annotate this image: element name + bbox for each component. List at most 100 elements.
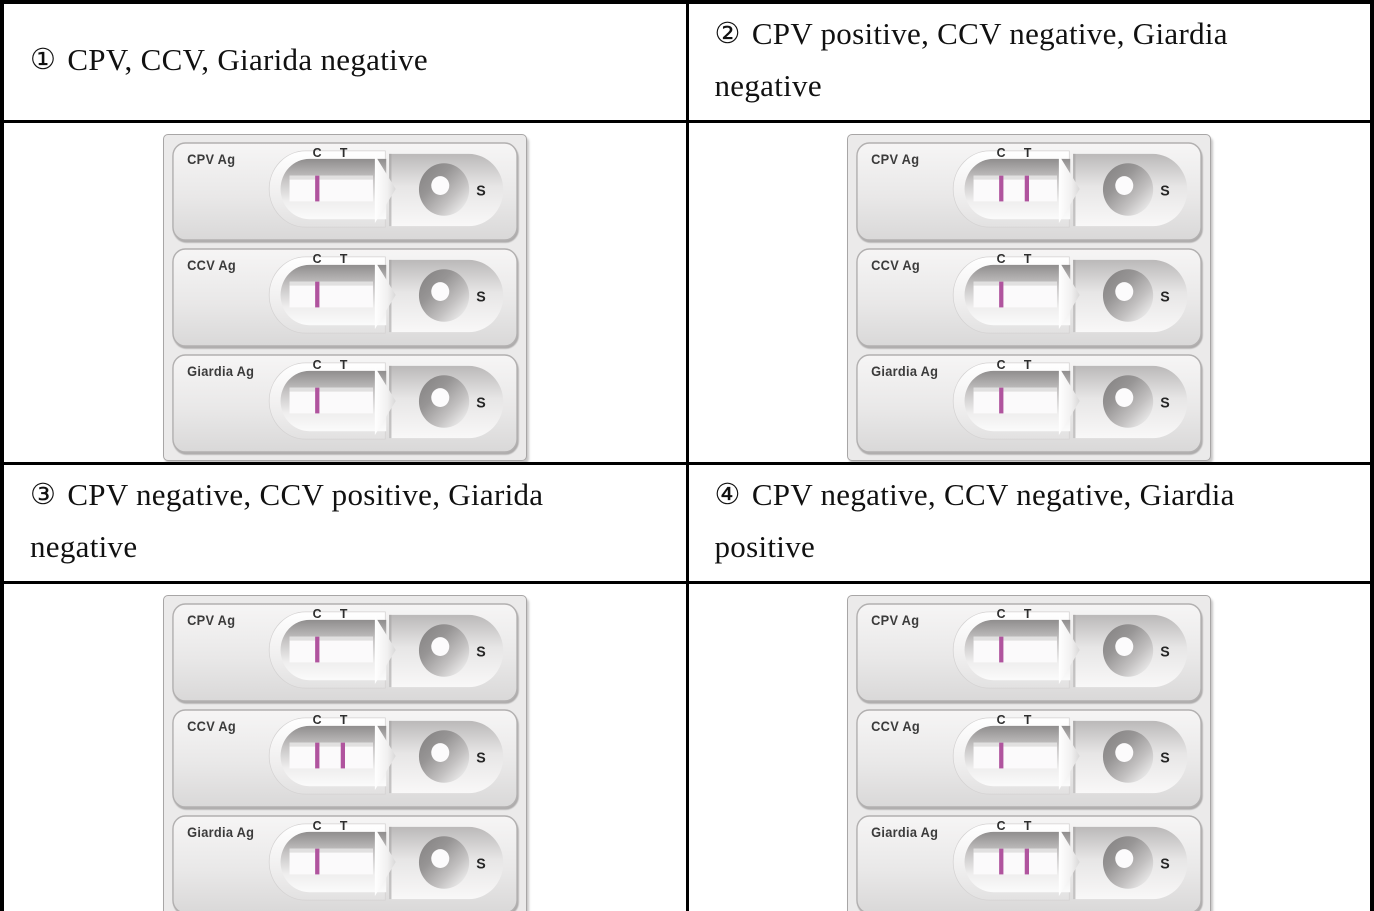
control-line-label: C (997, 713, 1006, 727)
control-line (314, 387, 320, 414)
sample-well-hole (1115, 637, 1134, 656)
funnel (374, 615, 396, 685)
sample-well-label: S (1161, 750, 1171, 766)
control-line-label: C (312, 713, 321, 727)
cassette-graphic: CCV Ag C T S (856, 709, 1203, 808)
funnel (374, 260, 396, 330)
sample-well-hole (1115, 282, 1134, 301)
strip-shadow (289, 848, 373, 853)
cassette-label: CCV Ag (871, 258, 920, 273)
funnel (1059, 827, 1080, 897)
funnel (374, 154, 396, 224)
strip-shadow (973, 281, 1058, 286)
test-line-label: T (340, 358, 348, 372)
test-strip (973, 387, 1058, 414)
test-line-label: T (340, 713, 348, 727)
test-strip (289, 636, 373, 663)
control-line (314, 742, 320, 769)
test-strip (973, 281, 1058, 308)
test-line-label: T (1024, 713, 1032, 727)
test-line-label: T (340, 146, 348, 160)
sample-well-hole (1115, 743, 1134, 762)
control-line (314, 636, 320, 663)
funnel (374, 366, 396, 436)
control-line (999, 387, 1004, 414)
cassette-label: CCV Ag (871, 719, 920, 734)
case-1-number-badge: ① (30, 42, 57, 76)
case-2-title-text: CPV positive, CCV negative, Giardia nega… (714, 16, 1228, 103)
control-line (999, 281, 1004, 308)
sample-well-hole (431, 388, 450, 407)
cassette-label: CPV Ag (187, 152, 235, 167)
sample-well-label: S (1161, 395, 1171, 411)
test-strip (289, 387, 373, 414)
funnel (1059, 721, 1080, 791)
funnel (1059, 366, 1080, 436)
cassette-label: CCV Ag (187, 719, 236, 734)
funnel (1059, 615, 1080, 685)
control-line-label: C (997, 146, 1006, 160)
test-strip (289, 281, 373, 308)
control-line-label: C (997, 819, 1006, 833)
cassette-label: Giardia Ag (187, 364, 254, 379)
control-line-label: C (312, 358, 321, 372)
test-line-label: T (1024, 819, 1032, 833)
sample-well-hole (431, 637, 450, 656)
sample-well-hole (431, 849, 450, 868)
sample-well-label: S (476, 856, 486, 872)
test-cassette: CPV Ag C T S (171, 142, 518, 241)
control-line (999, 848, 1004, 875)
sample-well-hole (1115, 388, 1134, 407)
sample-well-hole (431, 282, 450, 301)
sample-well-label: S (1161, 289, 1171, 305)
test-cassette: CCV Ag C T S (856, 709, 1203, 808)
strip-shadow (289, 636, 373, 641)
test-line-label: T (340, 252, 348, 266)
control-line-label: C (312, 607, 321, 621)
test-strip (973, 175, 1058, 202)
test-line (1024, 848, 1030, 875)
sample-well-hole (431, 743, 450, 762)
test-line-label: T (1024, 358, 1032, 372)
cassette-label: CPV Ag (871, 152, 919, 167)
cassette-label: CPV Ag (187, 613, 235, 628)
case-4-title-text: CPV negative, CCV negative, Giardia posi… (714, 477, 1235, 564)
cassette-label: CCV Ag (187, 258, 236, 273)
case-4-number-badge: ④ (714, 477, 741, 511)
test-line-label: T (1024, 252, 1032, 266)
control-line-label: C (997, 358, 1006, 372)
control-line (314, 281, 320, 308)
sample-well-label: S (476, 183, 486, 199)
control-line-label: C (312, 146, 321, 160)
test-strip (289, 742, 373, 769)
sample-well-hole (431, 176, 450, 195)
test-line-label: T (1024, 146, 1032, 160)
test-strip (973, 848, 1058, 875)
sample-well-hole (1115, 849, 1134, 868)
